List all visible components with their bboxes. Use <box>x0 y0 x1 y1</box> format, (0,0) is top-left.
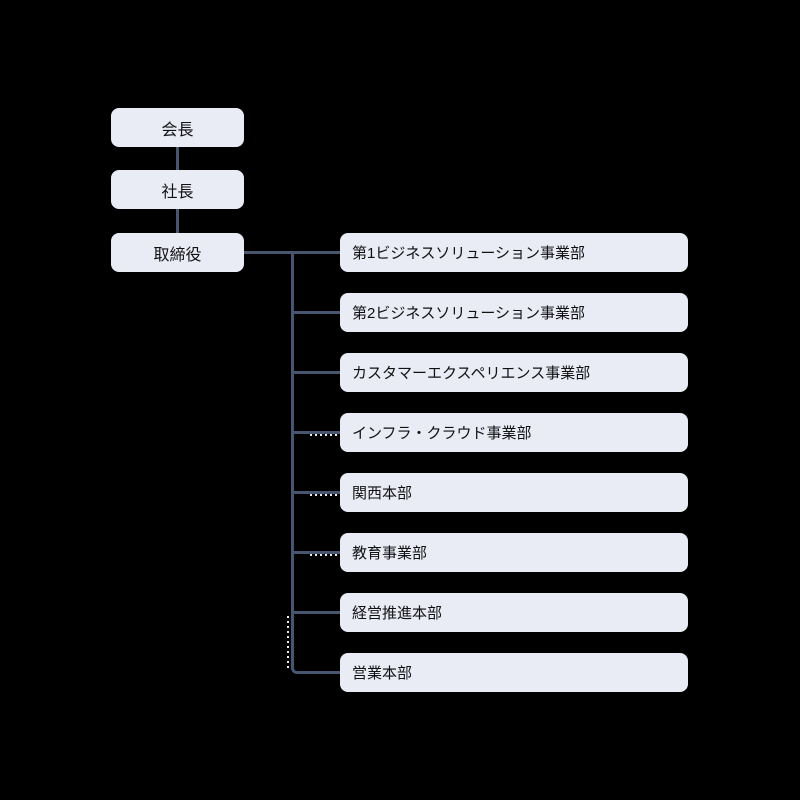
org-node-dept-4-label: インフラ・クラウド事業部 <box>352 425 532 442</box>
org-node-director-label: 取締役 <box>153 246 202 264</box>
connector-chairman-president <box>176 147 179 170</box>
connector-dept-7 <box>291 611 340 614</box>
org-node-dept-8-label: 営業本部 <box>352 665 413 682</box>
org-node-dept-8: 営業本部 <box>340 653 688 692</box>
org-node-dept-7: 経営推進本部 <box>340 593 688 632</box>
org-node-dept-5: 関西本部 <box>340 473 688 512</box>
connector-dept-6 <box>291 551 340 554</box>
org-node-dept-2: 第2ビジネスソリューション事業部 <box>340 293 688 332</box>
connector-trunk <box>291 251 343 674</box>
org-node-dept-7-label: 経営推進本部 <box>352 605 443 622</box>
org-node-dept-1-label: 第1ビジネスソリューション事業部 <box>352 245 586 262</box>
connector-dept-4 <box>291 431 340 434</box>
org-node-chairman-label: 会長 <box>161 121 194 139</box>
org-node-dept-3: カスタマーエクスペリエンス事業部 <box>340 353 688 392</box>
org-node-director: 取締役 <box>111 233 244 272</box>
dotted-overlay-dept-6 <box>310 554 339 556</box>
org-node-president-label: 社長 <box>161 183 194 201</box>
dotted-overlay-trunk-bottom <box>287 616 289 670</box>
dotted-overlay-dept-4 <box>310 434 339 436</box>
org-node-dept-6: 教育事業部 <box>340 533 688 572</box>
org-node-dept-1: 第1ビジネスソリューション事業部 <box>340 233 688 272</box>
org-node-dept-5-label: 関西本部 <box>352 485 413 502</box>
org-node-dept-4: インフラ・クラウド事業部 <box>340 413 688 452</box>
connector-dept-3 <box>291 371 340 374</box>
org-node-dept-2-label: 第2ビジネスソリューション事業部 <box>352 305 586 322</box>
connector-dept-2 <box>291 311 340 314</box>
connector-president-director <box>176 209 179 233</box>
dotted-overlay-dept-5 <box>310 494 339 496</box>
org-node-dept-6-label: 教育事業部 <box>352 545 428 562</box>
org-node-president: 社長 <box>111 170 244 209</box>
connector-dept-5 <box>291 491 340 494</box>
org-node-dept-3-label: カスタマーエクスペリエンス事業部 <box>352 365 591 382</box>
org-node-chairman: 会長 <box>111 108 244 147</box>
